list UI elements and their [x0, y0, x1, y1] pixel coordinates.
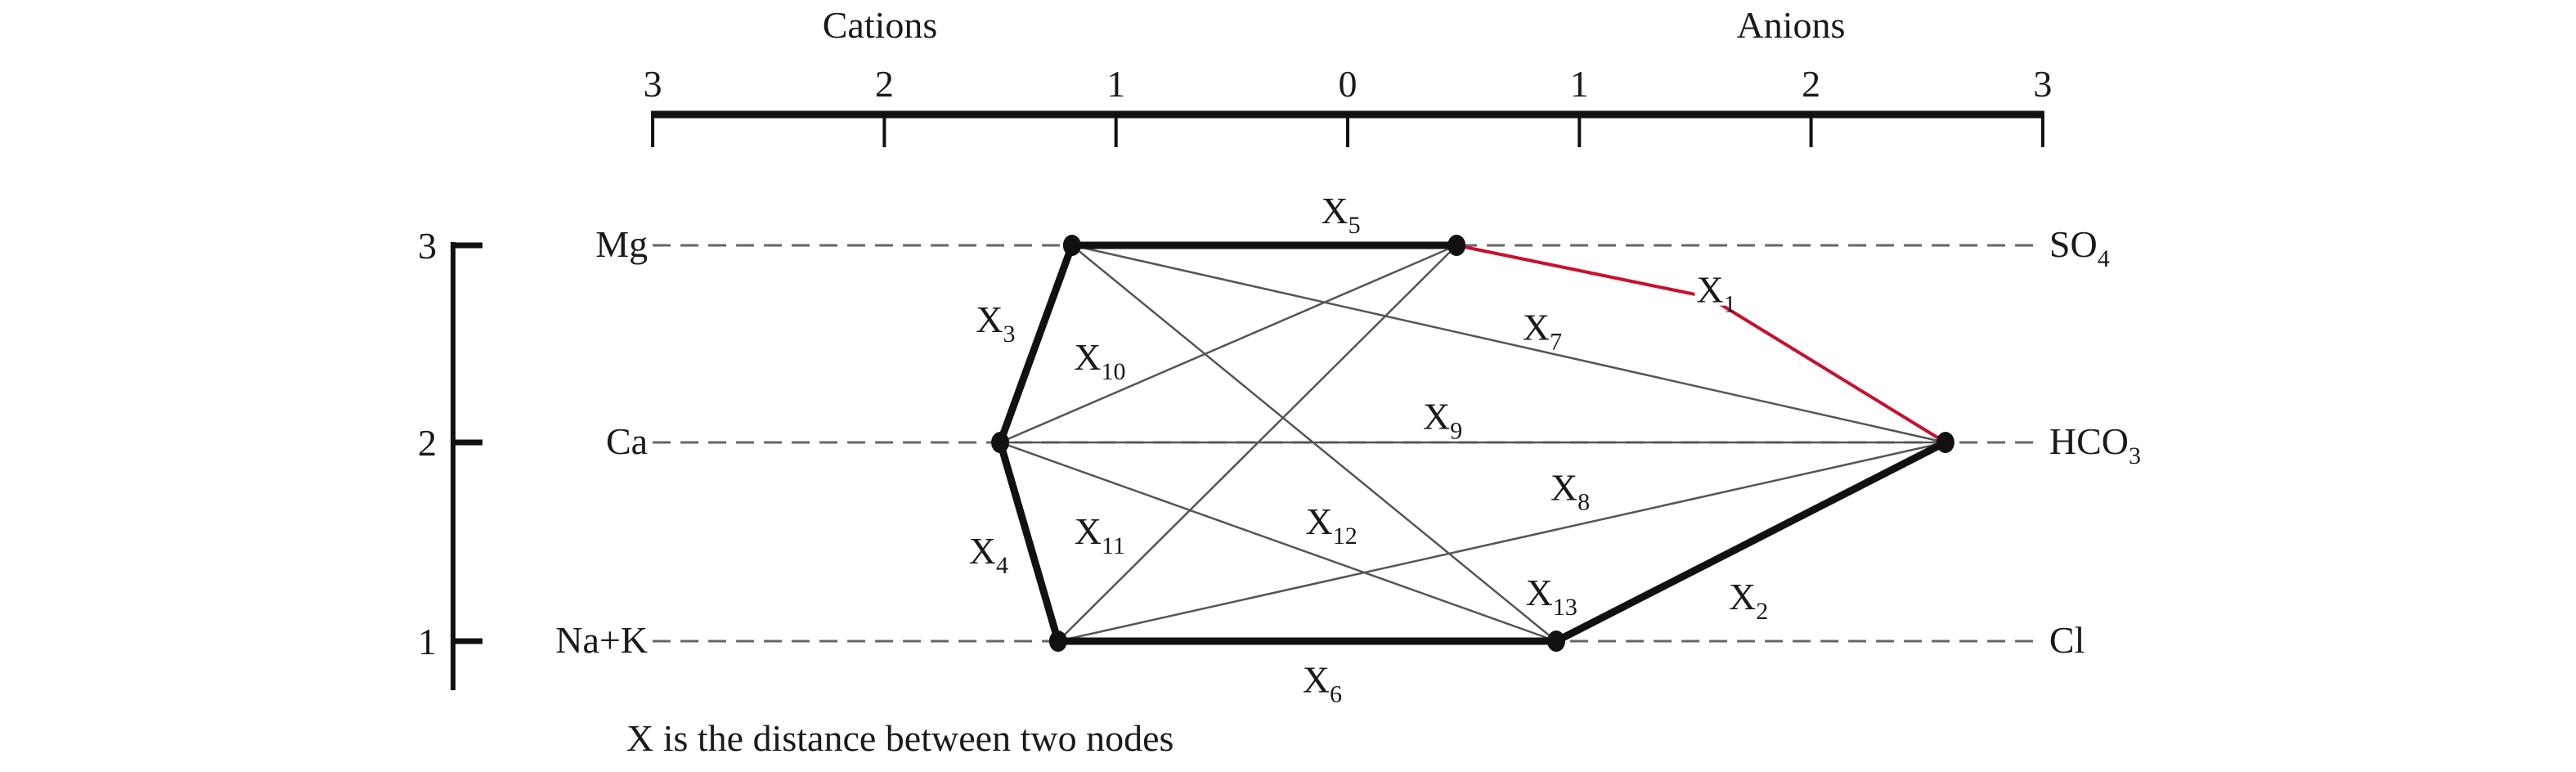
left-axis-tick-label: 2: [418, 422, 437, 464]
node-ca: [991, 432, 1010, 453]
top-axis-tick-label: 3: [2033, 63, 2052, 105]
edge-label-x5: X5: [1321, 190, 1360, 239]
left-axis-tick-label: 1: [418, 621, 437, 662]
node-so4: [1447, 235, 1466, 256]
anion-label: HCO3: [2049, 420, 2141, 469]
top-axis: 3 2 1 0 1 2 3: [644, 63, 2052, 147]
edge-label-x6: X6: [1303, 658, 1342, 707]
edge-label-x1: X1: [1696, 269, 1735, 318]
edge-x13: [1071, 245, 1557, 642]
anion-label: SO4: [2049, 223, 2110, 272]
cation-label: Na+K: [555, 619, 648, 661]
edge-label-x11: X11: [1075, 510, 1125, 559]
nodes: [991, 235, 1954, 652]
node-hco3: [1936, 432, 1954, 453]
node-mg: [1062, 235, 1081, 256]
edge-label-x8: X8: [1551, 467, 1590, 516]
top-axis-tick-label: 1: [1106, 63, 1125, 105]
edge-x4: [996, 438, 1062, 645]
edge-x3: [996, 241, 1076, 447]
edge-x8: [1057, 441, 1946, 643]
edge-label-x12: X12: [1306, 500, 1358, 550]
node-nak: [1048, 631, 1067, 652]
edge-x7: [1071, 244, 1946, 444]
top-axis-tick-label: 2: [875, 63, 894, 105]
edge-label-bg: [1694, 259, 1744, 306]
edge-label-x3: X3: [976, 298, 1015, 348]
edge-label-x4: X4: [969, 530, 1008, 579]
top-axis-tick-label: 3: [644, 63, 662, 105]
top-axis-tick-label: 2: [1802, 63, 1820, 105]
edge-label-x10: X10: [1074, 336, 1125, 385]
top-axis-tick-label: 1: [1570, 63, 1589, 105]
annotation-text: X is the distance between two nodes: [626, 717, 1174, 759]
node-cl: [1546, 631, 1565, 652]
cation-label: Ca: [606, 420, 648, 462]
anion-label: Cl: [2049, 619, 2085, 661]
anions-axis-title: Anions: [1737, 4, 1846, 46]
edge-label-x2: X2: [1729, 576, 1768, 625]
cations-axis-title: Cations: [823, 4, 938, 46]
cation-label: Mg: [595, 223, 648, 265]
edge-label-x7: X7: [1523, 307, 1562, 356]
edge-x2: [1552, 438, 1950, 645]
left-axis: 3 2 1: [418, 225, 482, 690]
top-axis-tick-label: 0: [1339, 63, 1358, 105]
left-axis-tick-label: 3: [418, 225, 437, 267]
edge-x12: [999, 441, 1557, 643]
edge-label-x9: X9: [1423, 396, 1462, 445]
edge-x10: [999, 244, 1457, 444]
edges: [996, 241, 1950, 645]
edge-x11: [1057, 245, 1458, 642]
edge-label-x13: X13: [1526, 572, 1577, 621]
